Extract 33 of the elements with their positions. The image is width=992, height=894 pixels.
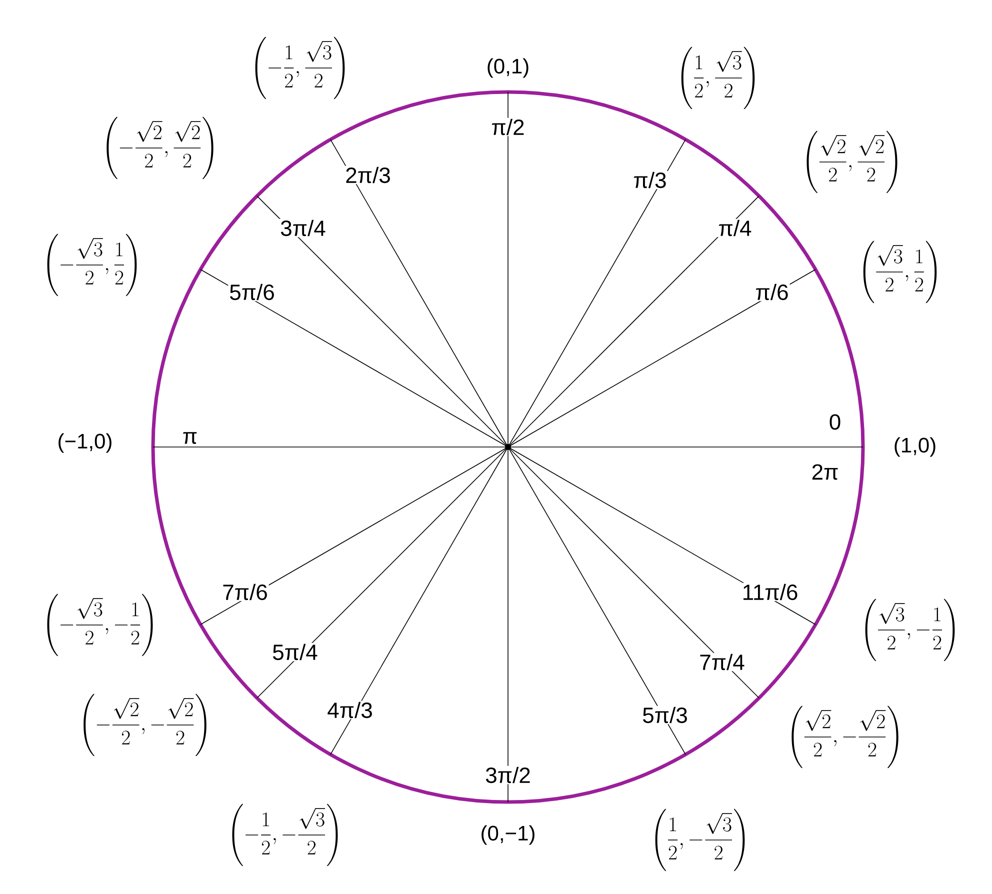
- angle-label: 2π/3: [344, 166, 392, 184]
- angle-label: 3π/4: [279, 218, 327, 238]
- coordinate-label: $\left(\frac{1}{2},-\frac{\sqrt{3}}{2}\right)$: [655, 808, 745, 872]
- coordinate-label: (0,1): [488, 58, 528, 78]
- angle-label: π/3: [632, 170, 668, 190]
- angle-label: 0: [828, 413, 842, 431]
- angle-label: 5π/6: [228, 282, 276, 302]
- angle-label: 7π/4: [698, 652, 746, 672]
- coordinate-label: $\left(\frac{\sqrt{3}}{2},\frac{1}{2}\right)$: [863, 240, 937, 304]
- coordinate-label: $\left(-\frac{1}{2},\frac{\sqrt{3}}{2}\right)$: [255, 36, 345, 100]
- angle-label: 2π: [810, 463, 840, 481]
- coordinate-label: (−1,0): [58, 433, 112, 453]
- coordinate-label: $\left(-\frac{\sqrt{3}}{2},\frac{1}{2}\right)$: [47, 234, 137, 296]
- coordinate-label: $\left(\frac{\sqrt{3}}{2},-\frac{1}{2}\right)$: [865, 598, 955, 662]
- coordinate-label: $\left(-\frac{\sqrt{3}}{2},-\frac{1}{2}\right)$: [47, 594, 153, 656]
- coordinate-label: $\left(-\frac{1}{2},-\frac{\sqrt{3}}{2}\right)$: [232, 804, 338, 866]
- angle-label: 5π/4: [271, 642, 319, 662]
- angle-label: 4π/3: [326, 700, 374, 720]
- angle-label: π/4: [717, 218, 753, 238]
- angle-label: π/6: [754, 282, 790, 302]
- angle-label: 5π/3: [641, 706, 689, 724]
- angle-label: π/2: [490, 118, 526, 136]
- coordinate-label: $\left(\frac{\sqrt{2}}{2},\frac{\sqrt{2}}{2}\right)$: [806, 130, 898, 194]
- coordinate-label: (0,−1): [482, 825, 534, 845]
- coordinate-label: $\left(\frac{\sqrt{2}}{2},-\frac{\sqrt{2}}{2}\right)$: [792, 706, 898, 768]
- coordinate-label: $\left(-\frac{\sqrt{2}}{2},-\frac{\sqrt{2}}{2}\right)$: [84, 694, 206, 756]
- angle-label: 3π/2: [484, 766, 532, 784]
- angle-label: 11π/6: [740, 582, 800, 602]
- angle-label: π: [181, 431, 199, 445]
- coordinate-label: $\left(\frac{1}{2},\frac{\sqrt{3}}{2}\right)$: [681, 46, 755, 110]
- coordinate-label: (1,0): [894, 437, 936, 457]
- coordinate-label: $\left(-\frac{\sqrt{2}}{2},\frac{\sqrt{2}}{2}\right)$: [106, 116, 214, 180]
- angle-label: 7π/6: [221, 582, 269, 602]
